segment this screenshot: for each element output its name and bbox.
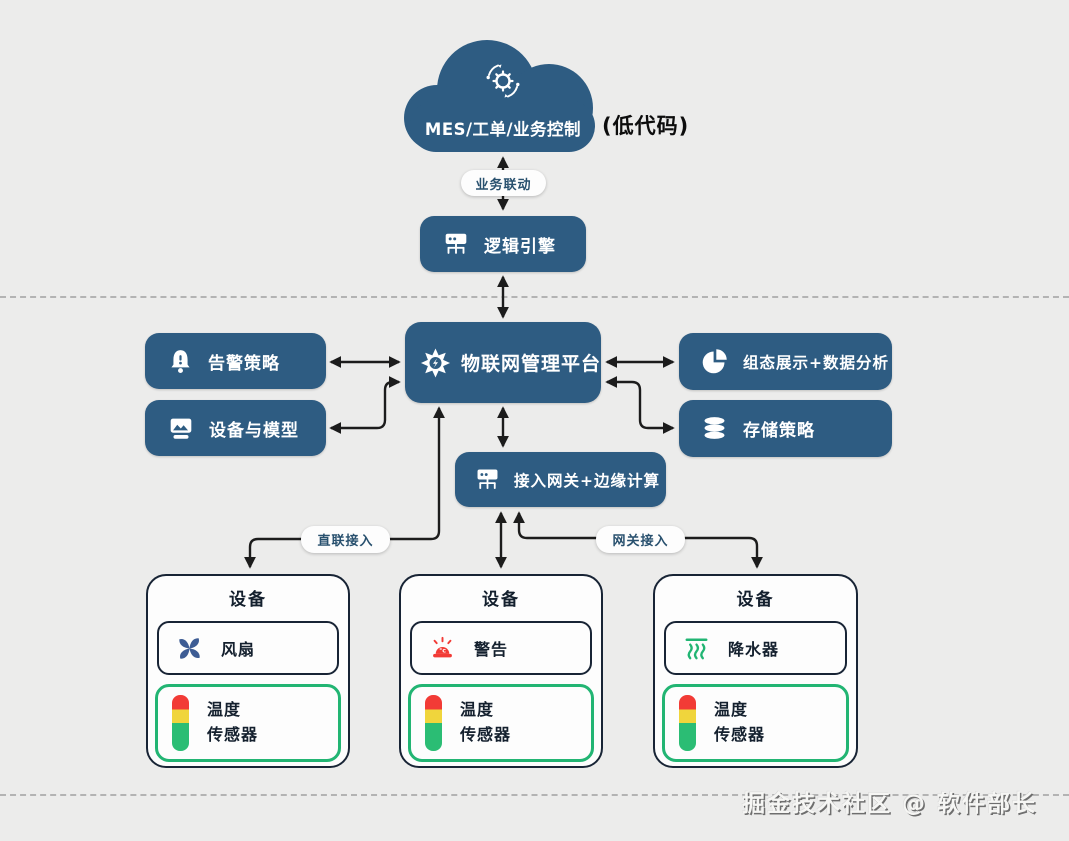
device-card-precipitation: 设备 降水器 温度 传感器	[653, 574, 858, 768]
cloud-label: MES/工单/业务控制	[424, 120, 582, 139]
peripheral-box-fan: 风扇	[157, 621, 339, 675]
peripheral-label: 警告	[474, 640, 509, 659]
top-dashed-divider	[0, 296, 1069, 298]
fan-icon	[179, 637, 200, 659]
steam-icon	[685, 638, 708, 659]
node-gateway-edge-label: 接入网关+边缘计算	[514, 471, 660, 490]
sensor-label-line1: 温度	[460, 700, 495, 720]
sensor-label-line2: 传感器	[714, 725, 766, 744]
traffic-light-bar-icon	[172, 695, 189, 751]
watermark: 掘金技术社区 @ 软件部长	[742, 791, 1038, 817]
sensor-label-line2: 传感器	[460, 725, 512, 744]
node-display-analysis: 组态展示+数据分析	[679, 333, 892, 390]
node-alarm-policy: 告警策略	[145, 333, 326, 389]
alarm-siren-icon: °c	[433, 636, 452, 657]
gear-star-icon	[420, 347, 451, 378]
sensor-box: 温度 传感器	[155, 684, 341, 762]
sensor-label: 温度 传感器	[714, 698, 765, 748]
pill-business-link-label: 业务联动	[475, 177, 532, 193]
hub-icon	[445, 233, 467, 254]
pie-chart-icon	[702, 349, 727, 374]
node-platform: 物联网管理平台	[405, 322, 601, 403]
gear-automation-icon	[486, 64, 520, 98]
pill-gateway-access: 网关接入	[596, 526, 685, 553]
node-platform-label: 物联网管理平台	[460, 353, 601, 375]
cloud-shape	[404, 40, 595, 152]
sensor-box: 温度 传感器	[662, 684, 849, 762]
node-storage-policy-label: 存储策略	[743, 421, 815, 441]
pill-business-link: 业务联动	[461, 170, 546, 196]
pill-gateway-access-label: 网关接入	[612, 534, 669, 549]
sensor-label-line1: 温度	[714, 700, 749, 720]
node-device-model: 设备与模型	[145, 400, 326, 456]
node-logic-engine: 逻辑引擎	[420, 216, 586, 272]
traffic-light-bar-icon	[679, 695, 696, 751]
image-card-icon	[170, 418, 192, 439]
peripheral-box-alarm: °c 警告	[410, 621, 592, 675]
alarm-bell-icon	[171, 349, 190, 373]
low-code-note: (低代码)	[602, 114, 690, 138]
node-alarm-policy-label: 告警策略	[208, 353, 280, 374]
node-storage-policy: 存储策略	[679, 400, 892, 457]
sensor-label-line2: 传感器	[207, 725, 259, 744]
peripheral-label: 风扇	[221, 640, 256, 659]
database-icon	[704, 417, 725, 439]
sensor-box: 温度 传感器	[408, 684, 594, 762]
peripheral-label: 降水器	[728, 640, 780, 659]
traffic-light-bar-icon	[425, 695, 442, 751]
node-device-model-label: 设备与模型	[209, 420, 299, 441]
bottom-dashed-divider	[0, 794, 1069, 796]
device-card-fan: 设备 风扇 温度 传感器	[146, 574, 350, 768]
device-card-title: 设备	[482, 590, 520, 610]
arrow-platform-storage	[605, 376, 675, 434]
node-logic-engine-label: 逻辑引擎	[484, 236, 556, 257]
pill-direct-access: 直联接入	[301, 526, 390, 553]
sensor-label: 温度 传感器	[207, 698, 258, 748]
peripheral-box-precipitation: 降水器	[664, 621, 847, 675]
arrow-model-platform	[329, 376, 401, 434]
sensor-label: 温度 传感器	[460, 698, 511, 748]
hub-icon	[477, 469, 498, 490]
node-display-analysis-label: 组态展示+数据分析	[743, 353, 889, 372]
pill-direct-access-label: 直联接入	[317, 534, 374, 549]
device-card-title: 设备	[229, 590, 267, 610]
device-card-title: 设备	[736, 590, 775, 610]
node-gateway-edge: 接入网关+边缘计算	[455, 452, 666, 507]
alarm-siren-badge: °c	[439, 646, 446, 654]
device-card-alarm: 设备 °c 警告 温度 传感器	[399, 574, 603, 768]
sensor-label-line1: 温度	[207, 700, 242, 720]
